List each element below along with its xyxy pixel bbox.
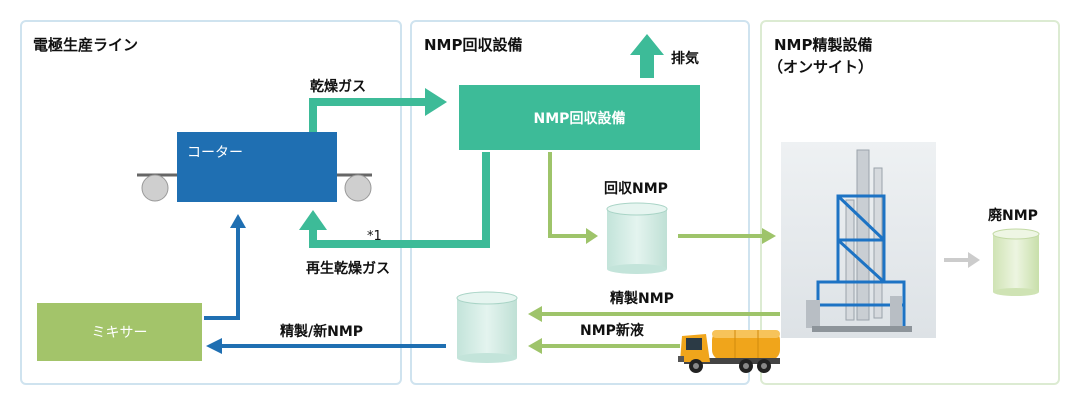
nmp-refining-title: NMP精製設備: [774, 36, 873, 54]
electrode-line-title: 電極生産ライン: [33, 36, 139, 54]
new-nmp-arrow: [528, 338, 680, 354]
regen-gas-label: 再生乾燥ガス: [306, 261, 390, 277]
nmp-recovery-unit-label: NMP回収設備: [533, 110, 626, 127]
nmp-recovery-title: NMP回収設備: [424, 36, 523, 54]
to-recovered-tank-arrow: [548, 152, 598, 244]
mixer-label: ミキサー: [91, 325, 148, 341]
exhaust-label: 排気: [671, 51, 699, 67]
coater-box: コーター: [177, 132, 337, 202]
refining-plant-image: [781, 142, 936, 338]
nmp-recovery-panel: [410, 20, 750, 385]
to-waste-tank-arrow: [944, 252, 980, 268]
electrode-line-panel: [20, 20, 402, 385]
refined-nmp-arrow: [528, 306, 780, 322]
new-nmp-liquid-label: NMP新液: [580, 323, 644, 339]
waste-nmp-tank: [992, 228, 1040, 296]
dry-gas-arrow: [309, 88, 447, 132]
nmp-refining-subtitle: （オンサイト）: [768, 58, 874, 76]
recovered-nmp-label: 回収NMP: [604, 181, 668, 197]
exhaust-arrow: [630, 34, 664, 78]
refined-new-nmp-label: 精製/新NMP: [280, 324, 364, 340]
recovered-nmp-tank: [606, 202, 668, 274]
mixer-to-coater-arrow: [204, 214, 246, 320]
refined-new-nmp-arrow: [206, 338, 446, 354]
waste-nmp-label: 廃NMP: [988, 208, 1038, 224]
dry-gas-label: 乾燥ガス: [310, 79, 366, 95]
mixer-box: ミキサー: [37, 303, 202, 361]
recovered-to-refining-arrow: [678, 228, 776, 244]
nmp-refining-panel: [760, 20, 1060, 385]
tanker-truck-image: [678, 330, 780, 373]
storage-nmp-tank: [456, 291, 518, 363]
nmp-recovery-unit-box: NMP回収設備: [459, 85, 700, 150]
coater-label: コーター: [187, 145, 243, 161]
regen-gas-arrow: [299, 152, 490, 248]
refined-nmp-label: 精製NMP: [610, 291, 674, 307]
note-marker: *1: [367, 229, 382, 244]
